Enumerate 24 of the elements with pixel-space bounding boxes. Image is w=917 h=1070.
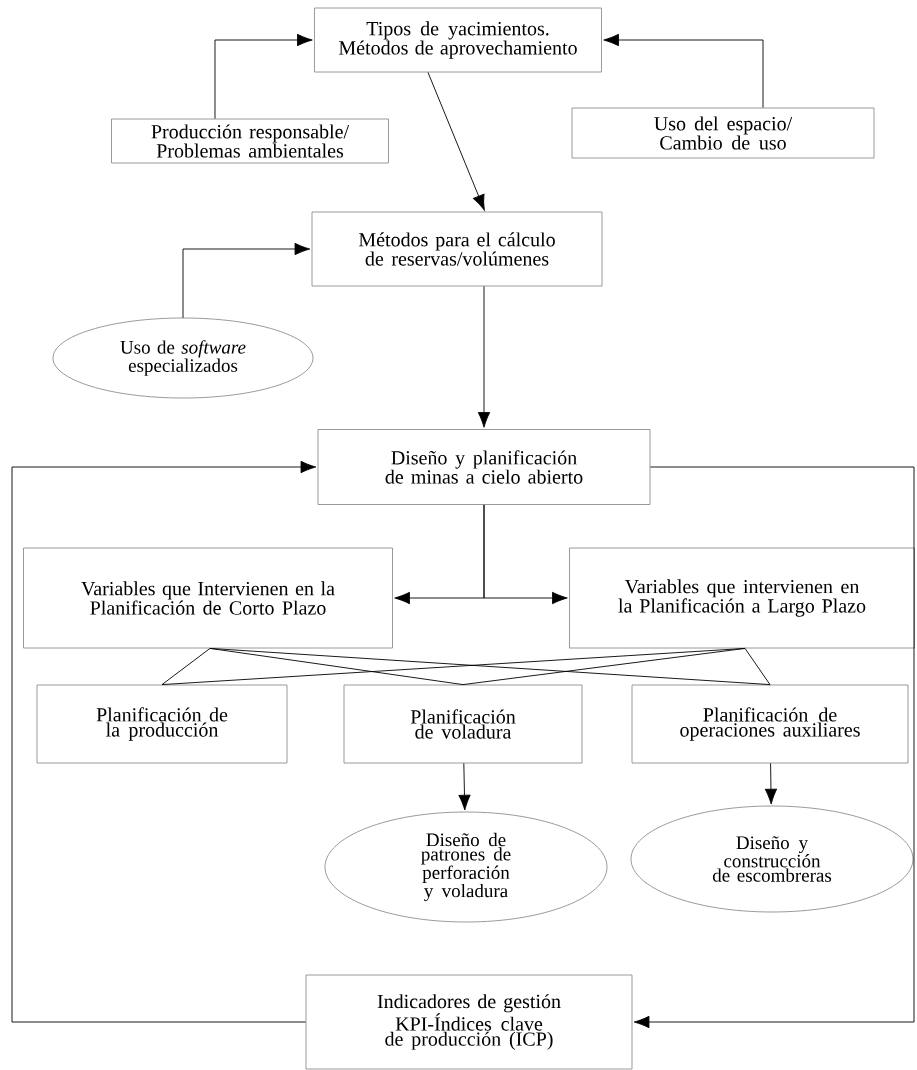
arrow — [182, 242, 311, 319]
process-box: Planificación de la producción — [36, 684, 288, 764]
process-box: Producción responsable/ Problemas ambientales — [111, 118, 389, 164]
process-box: Variables que Intervienen en la Planificación de Corto Plazo — [23, 547, 393, 649]
arrow — [214, 33, 313, 120]
process-box: Tipos de yacimientos. Métodos de aprovechamiento — [314, 7, 602, 73]
process-box: Variables que intervienen en la Planificación a Largo Plazo — [569, 547, 915, 649]
arrow — [483, 504, 568, 605]
process-box: Planificación de operaciones auxiliares — [631, 684, 909, 764]
arrow — [427, 71, 485, 211]
arrow — [633, 466, 915, 1029]
process-box: Uso del espacio/ Cambio de uso — [571, 107, 875, 159]
process-box: Métodos para el cálculo de reservas/volúmenes — [311, 211, 603, 287]
process-box: Planificación de voladura — [343, 684, 583, 764]
ellipse-node: Diseño y construcción de escombreras — [630, 805, 914, 913]
arrow — [477, 285, 491, 428]
ellipse-node: Diseño de patrones de perforación y voladura — [324, 811, 608, 923]
process-box: Diseño y planificación de minas a cielo abierto — [317, 429, 651, 505]
ellipse-node: Uso de software especializados — [52, 317, 314, 399]
arrow — [458, 762, 471, 811]
process-box: Indicadores de gestión KPI-Índices clave de producción (ICP) — [305, 974, 633, 1070]
arrow — [603, 33, 764, 109]
arrow — [764, 762, 778, 805]
arrow — [11, 460, 317, 1023]
